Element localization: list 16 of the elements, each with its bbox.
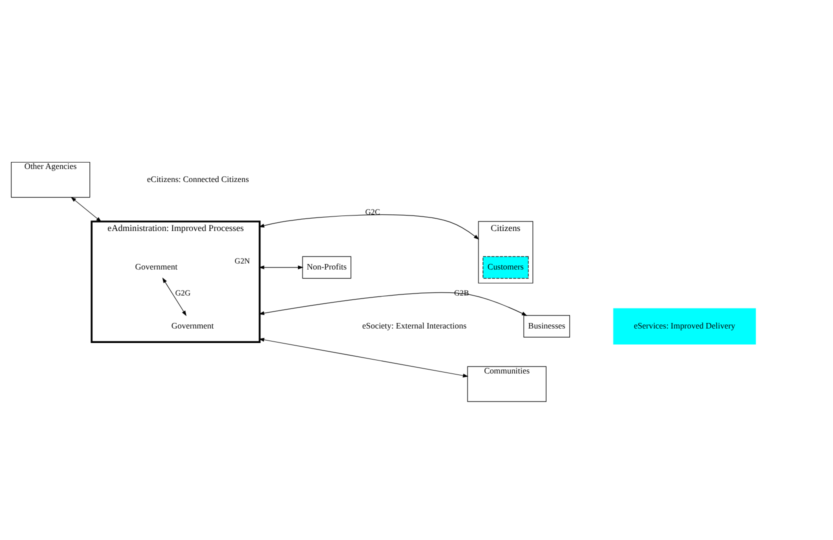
node-box: Communities	[467, 366, 546, 402]
arrow	[258, 292, 528, 316]
arrow	[258, 214, 480, 240]
label: eSociety: External Interactions	[362, 320, 466, 330]
arrow	[162, 277, 187, 316]
node-box: Businesses	[523, 314, 570, 338]
node-box: Other Agencies	[10, 161, 90, 198]
arrow	[70, 196, 102, 222]
label: eCitizens: Connected Citizens	[147, 174, 249, 184]
node-text: Government	[171, 320, 214, 330]
label: eServices: Improved Delivery	[634, 320, 736, 330]
node-box: Non-Profits	[302, 256, 352, 278]
node-box: Customers	[482, 256, 529, 278]
arrow	[258, 337, 468, 377]
arrow	[258, 265, 304, 269]
node-text: Government	[135, 261, 178, 272]
